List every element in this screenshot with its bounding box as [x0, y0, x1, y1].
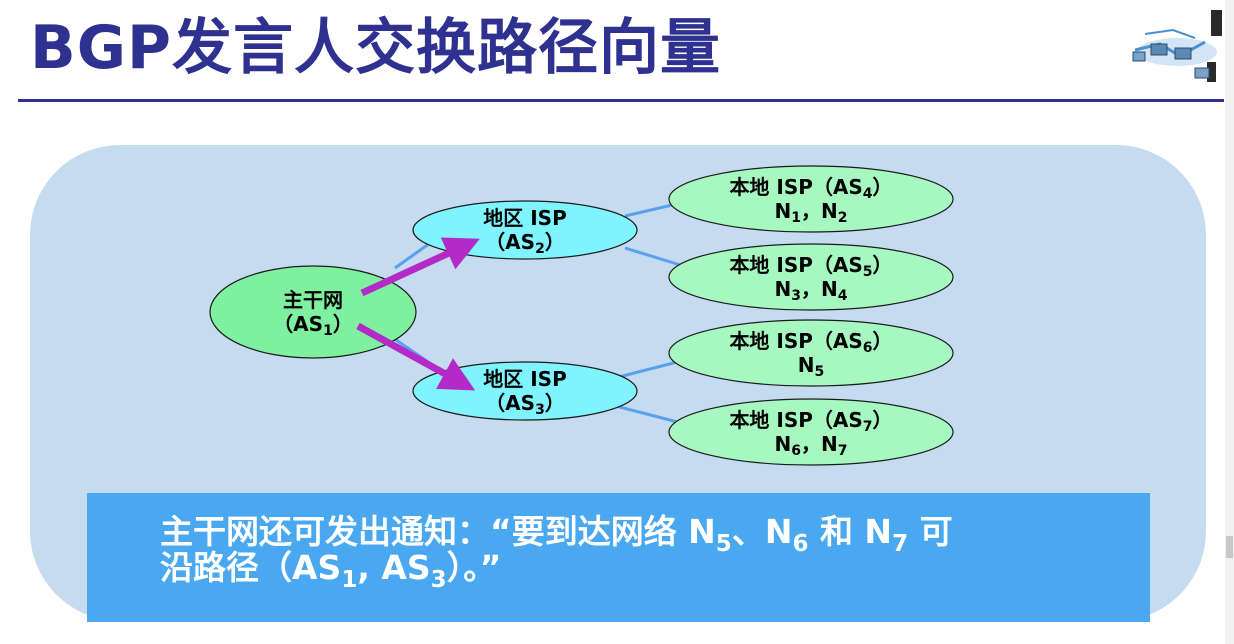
network-computers-icon	[1132, 10, 1222, 82]
node-as5-networks: N3，N4	[774, 277, 848, 304]
node-as5-title: 本地 ISP（AS5）	[729, 253, 893, 280]
node-as7-networks: N6，N7	[774, 432, 848, 459]
link-as3-as7	[611, 403, 686, 426]
node-as2-name: 地区 ISP	[483, 206, 567, 230]
node-as4-networks: N1，N2	[774, 199, 848, 226]
node-as7: 本地 ISP（AS7） N6，N7	[669, 399, 953, 465]
scrollbar[interactable]	[1225, 0, 1234, 644]
node-as3: 地区 ISP （AS3）	[413, 362, 637, 420]
advert-arrow-as3	[356, 322, 476, 391]
node-as4-shape	[668, 165, 954, 233]
title-divider	[18, 99, 1224, 102]
node-backbone-as: （AS1）	[273, 312, 353, 339]
node-as2-as: （AS2）	[485, 230, 565, 257]
note-line-1: 主干网还可发出通知：“要到达网络 N5、N6 和 N7 可	[160, 512, 953, 557]
node-as4-title: 本地 ISP（AS4）	[729, 175, 893, 202]
node-backbone-name: 主干网	[283, 288, 343, 312]
node-as2: 地区 ISP （AS2）	[413, 201, 637, 259]
node-as6: 本地 ISP（AS6） N5	[669, 320, 953, 386]
node-as5-shape	[668, 243, 954, 311]
node-as6-title: 本地 ISP（AS6）	[729, 329, 893, 356]
node-as6-networks: N5	[797, 353, 825, 380]
scrollbar-thumb[interactable]	[1226, 536, 1233, 558]
note-line-2: 沿路径（AS1, AS3）。”	[160, 548, 502, 593]
node-as5: 本地 ISP（AS5） N3，N4	[669, 244, 953, 310]
advertisement-note-box	[87, 493, 1150, 622]
node-as4: 本地 ISP（AS4） N1，N2	[669, 166, 953, 232]
page-title: BGP发言人交换路径向量	[30, 13, 721, 83]
node-as7-shape	[668, 398, 954, 466]
link-as3-as6	[614, 358, 686, 380]
node-as6-shape	[668, 319, 954, 387]
node-as7-title: 本地 ISP（AS7）	[729, 408, 893, 435]
advertisement-note-text: 主干网还可发出通知：“要到达网络 N5、N6 和 N7 可 沿路径（AS1, A…	[160, 512, 1140, 593]
node-as3-name: 地区 ISP	[483, 367, 567, 391]
node-as3-as: （AS3）	[485, 391, 565, 418]
node-backbone: 主干网 （AS1）	[210, 266, 416, 358]
advert-arrow-as2	[360, 237, 480, 297]
